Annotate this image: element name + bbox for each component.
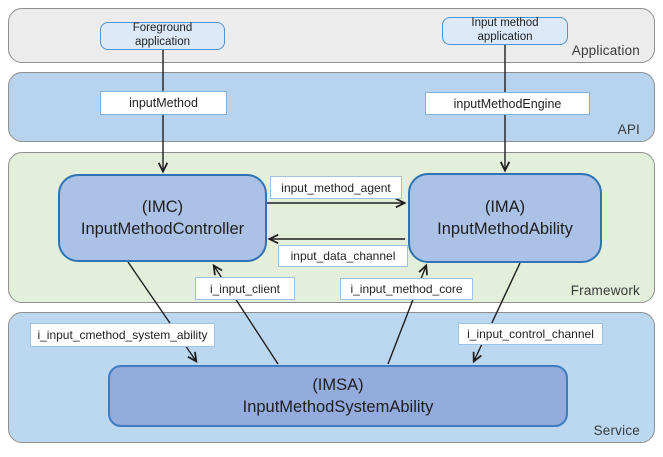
node-inputmethodengine-api: inputMethodEngine [425, 92, 590, 115]
layer-api-label: API [617, 122, 640, 137]
edge-label-i-input-cmethod-system-ability: i_input_cmethod_system_ability [30, 323, 215, 347]
edge-label-input-method-agent: input_method_agent [270, 176, 402, 199]
node-input-method-ability: (IMA) InputMethodAbility [408, 173, 602, 263]
edge-label-i-input-method-core: i_input_method_core [340, 278, 473, 300]
node-foreground-application: Foreground application [100, 22, 225, 50]
node-input-method-application: Input method application [442, 17, 568, 45]
arrow-i-input-control-channel [472, 262, 521, 364]
edge-label-i-input-client: i_input_client [195, 277, 295, 300]
node-input-method-controller: (IMC) InputMethodController [58, 174, 267, 262]
edge-label-i-input-control-channel: i_input_control_channel [458, 323, 603, 345]
edge-label-input-data-channel: input_data_channel [278, 245, 408, 267]
node-input-method-system-ability: (IMSA) InputMethodSystemAbility [108, 365, 568, 427]
layer-service-label: Service [593, 423, 640, 438]
layer-framework-label: Framework [570, 283, 640, 298]
node-inputmethod-api: inputMethod [100, 91, 227, 115]
layer-application-label: Application [571, 43, 640, 58]
